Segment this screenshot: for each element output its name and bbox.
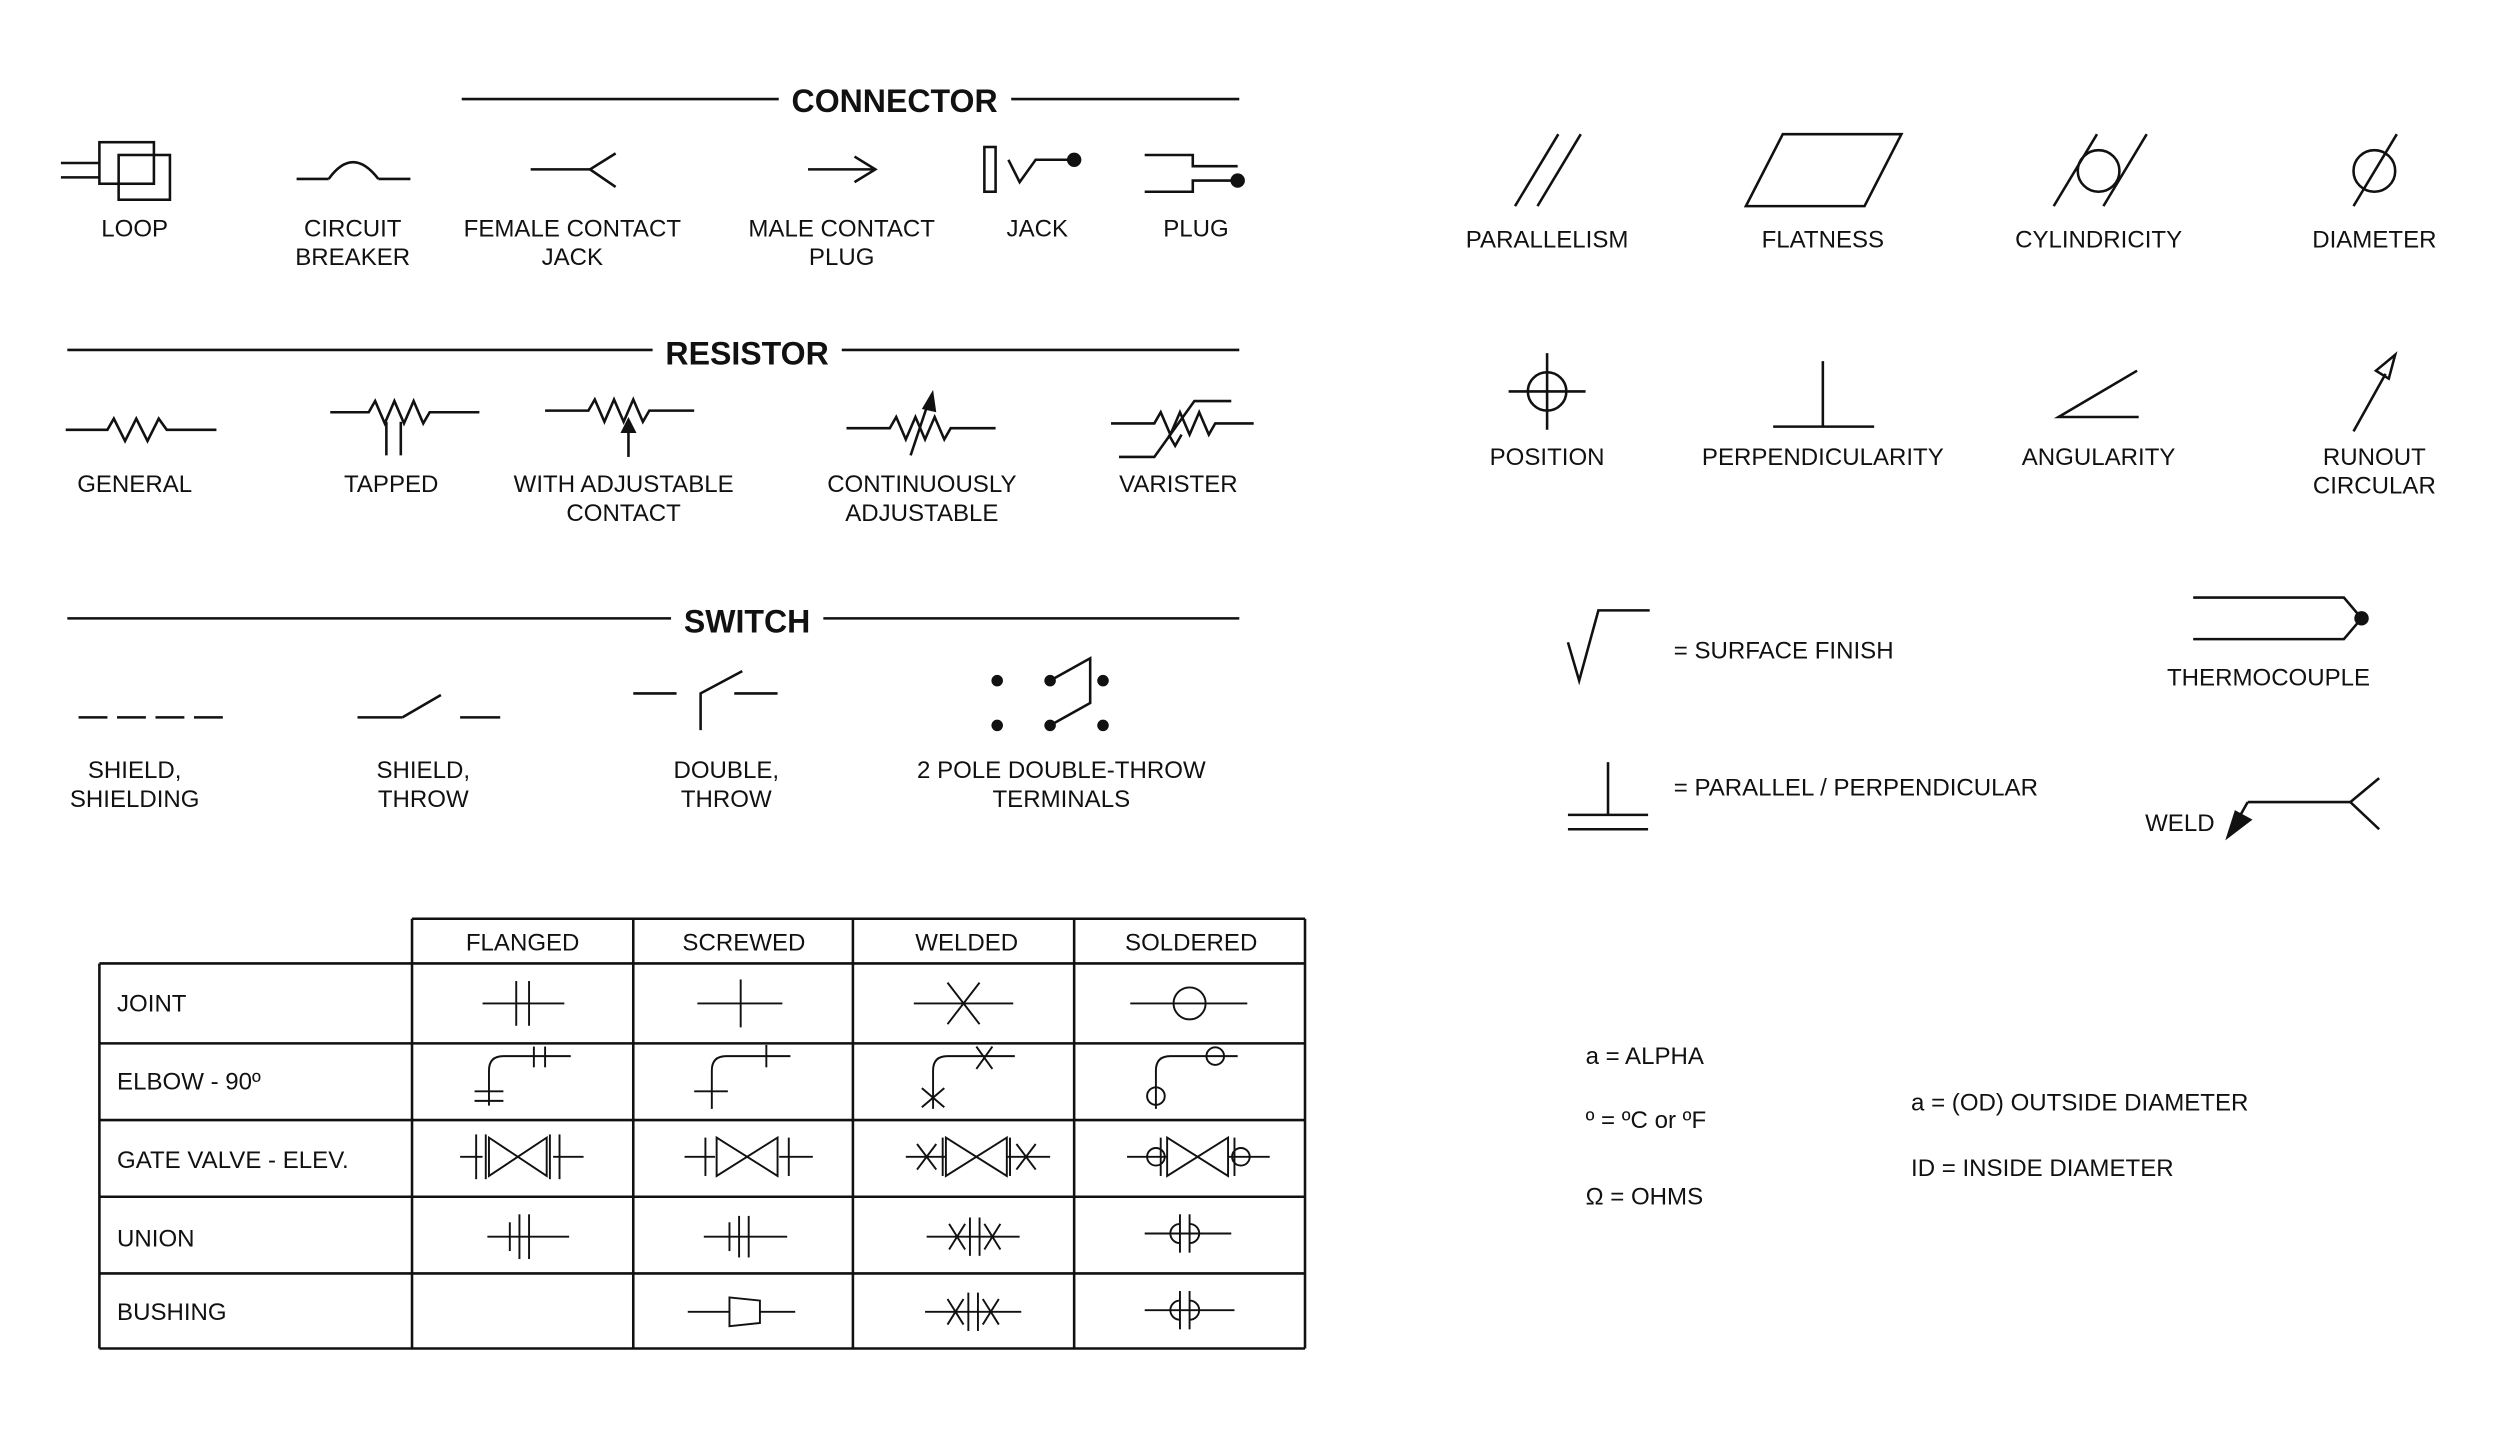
tapped-label: TAPPED [343,471,439,499]
parallel-perpendicular-symbol [1567,762,1649,831]
varister-symbol [1111,399,1254,459]
welded-bushing-symbol [925,1292,1022,1331]
flatness-label: FLATNESS [1761,226,1885,255]
diameter-label: DIAMETER [2312,226,2437,255]
weld-symbol [2225,777,2381,841]
screwed-union-symbol [703,1215,788,1258]
flatness-symbol [1743,132,1904,208]
pipe-table-grid [98,917,1307,1350]
double-throw-switch-symbol [633,669,778,731]
male-contact-plug-symbol [808,155,878,184]
parallel-perpendicular-label: = PARALLEL / PERPENDICULAR [1673,774,2038,803]
weld-label: WELD [2145,810,2215,838]
female-contact-jack-label: FEMALE CONTACT JACK [463,215,682,272]
screwed-joint-symbol [697,979,783,1028]
position-symbol [1508,353,1586,430]
two-pole-double-throw-symbol [991,656,1109,732]
surface-finish-label: = SURFACE FINISH [1673,637,1894,665]
shield-throw-label: SHIELD, THROW [376,757,471,814]
female-contact-jack-symbol [530,152,617,188]
flanged-joint-symbol [482,981,565,1026]
row-label-elbow: ELBOW - 90º [117,1068,261,1097]
switch-title: SWITCH [671,603,824,643]
row-label-bushing: BUSHING [117,1298,227,1327]
thermocouple-label: THERMOCOUPLE [2166,664,2371,692]
welded-gate-valve-symbol [905,1135,1051,1178]
row-label-union: UNION [117,1225,195,1253]
row-label-gate-valve: GATE VALVE - ELEV. [117,1147,349,1175]
double-throw-label: DOUBLE, THROW [673,757,780,814]
column-header-screwed: SCREWED [682,929,806,958]
soldered-bushing-symbol [1144,1291,1235,1330]
angularity-label: ANGULARITY [2021,444,2176,472]
angularity-symbol [2053,369,2139,419]
general-label: GENERAL [77,471,193,499]
loop-label: LOOP [101,215,169,243]
cylindricity-symbol [2052,133,2148,207]
parallelism-symbol [1513,133,1582,207]
two-pole-double-throw-label: 2 POLE DOUBLE-THROW TERMINALS [917,757,1206,814]
jack-symbol [983,145,1082,194]
welded-union-symbol [926,1217,1020,1256]
welded-elbow-symbol [921,1045,1015,1109]
continuously-adjustable-label: CONTINUOUSLY ADJUSTABLE [827,471,1017,528]
general-resistor-symbol [65,415,217,444]
tapped-resistor-symbol [330,397,480,456]
alpha-note: a = ALPHA [1585,1043,1704,1071]
plug-symbol [1144,153,1245,194]
soldered-gate-valve-symbol [1127,1135,1270,1178]
surface-finish-symbol [1566,609,1650,686]
flanged-union-symbol [487,1214,570,1260]
soldered-joint-symbol [1130,986,1248,1021]
position-label: POSITION [1489,444,1605,472]
welded-joint-symbol [913,982,1014,1025]
cylindricity-label: CYLINDRICITY [2015,226,2183,255]
runout-circular-symbol [2352,351,2398,433]
flanged-elbow-symbol [474,1046,571,1106]
screwed-bushing-symbol [687,1296,796,1328]
outside-diameter-note: a = (OD) OUTSIDE DIAMETER [1911,1089,2249,1117]
column-header-flanged: FLANGED [465,929,580,958]
screwed-gate-valve-symbol [684,1135,813,1178]
column-header-welded: WELDED [915,929,1019,958]
shield-throw-symbol [357,693,501,719]
degree-note: º = ºC or ºF [1585,1107,1707,1135]
adjustable-contact-label: WITH ADJUSTABLE CONTACT [513,471,734,528]
thermocouple-symbol [2193,596,2369,641]
shielding-label: SHIELD, SHIELDING [69,757,200,814]
screwed-elbow-symbol [694,1044,791,1109]
flanged-gate-valve-symbol [460,1134,584,1180]
parallelism-label: PARALLELISM [1465,226,1629,255]
perpendicularity-symbol [1773,361,1875,428]
circuit-breaker-symbol [296,161,411,181]
resistor-title: RESISTOR [652,335,842,374]
soldered-elbow-symbol [1146,1046,1238,1109]
runout-circular-label: RUNOUT CIRCULAR [2312,444,2436,501]
varister-label: VARISTER [1119,471,1238,499]
perpendicularity-label: PERPENDICULARITY [1701,444,1944,472]
diameter-symbol [2352,133,2398,207]
soldered-union-symbol [1144,1214,1232,1253]
row-label-joint: JOINT [117,990,187,1018]
column-header-soldered: SOLDERED [1125,929,1258,958]
ohms-note: Ω = OHMS [1585,1183,1704,1212]
inside-diameter-note: ID = INSIDE DIAMETER [1911,1155,2174,1183]
male-contact-plug-label: MALE CONTACT PLUG [748,215,935,272]
circuit-breaker-label: CIRCUIT BREAKER [295,215,411,272]
connector-title: CONNECTOR [778,83,1011,122]
adjustable-contact-resistor-symbol [545,396,695,457]
plug-label: PLUG [1163,215,1229,243]
jack-label: JACK [1006,215,1069,243]
continuously-adjustable-resistor-symbol [846,389,996,456]
loop-symbol [60,140,172,202]
